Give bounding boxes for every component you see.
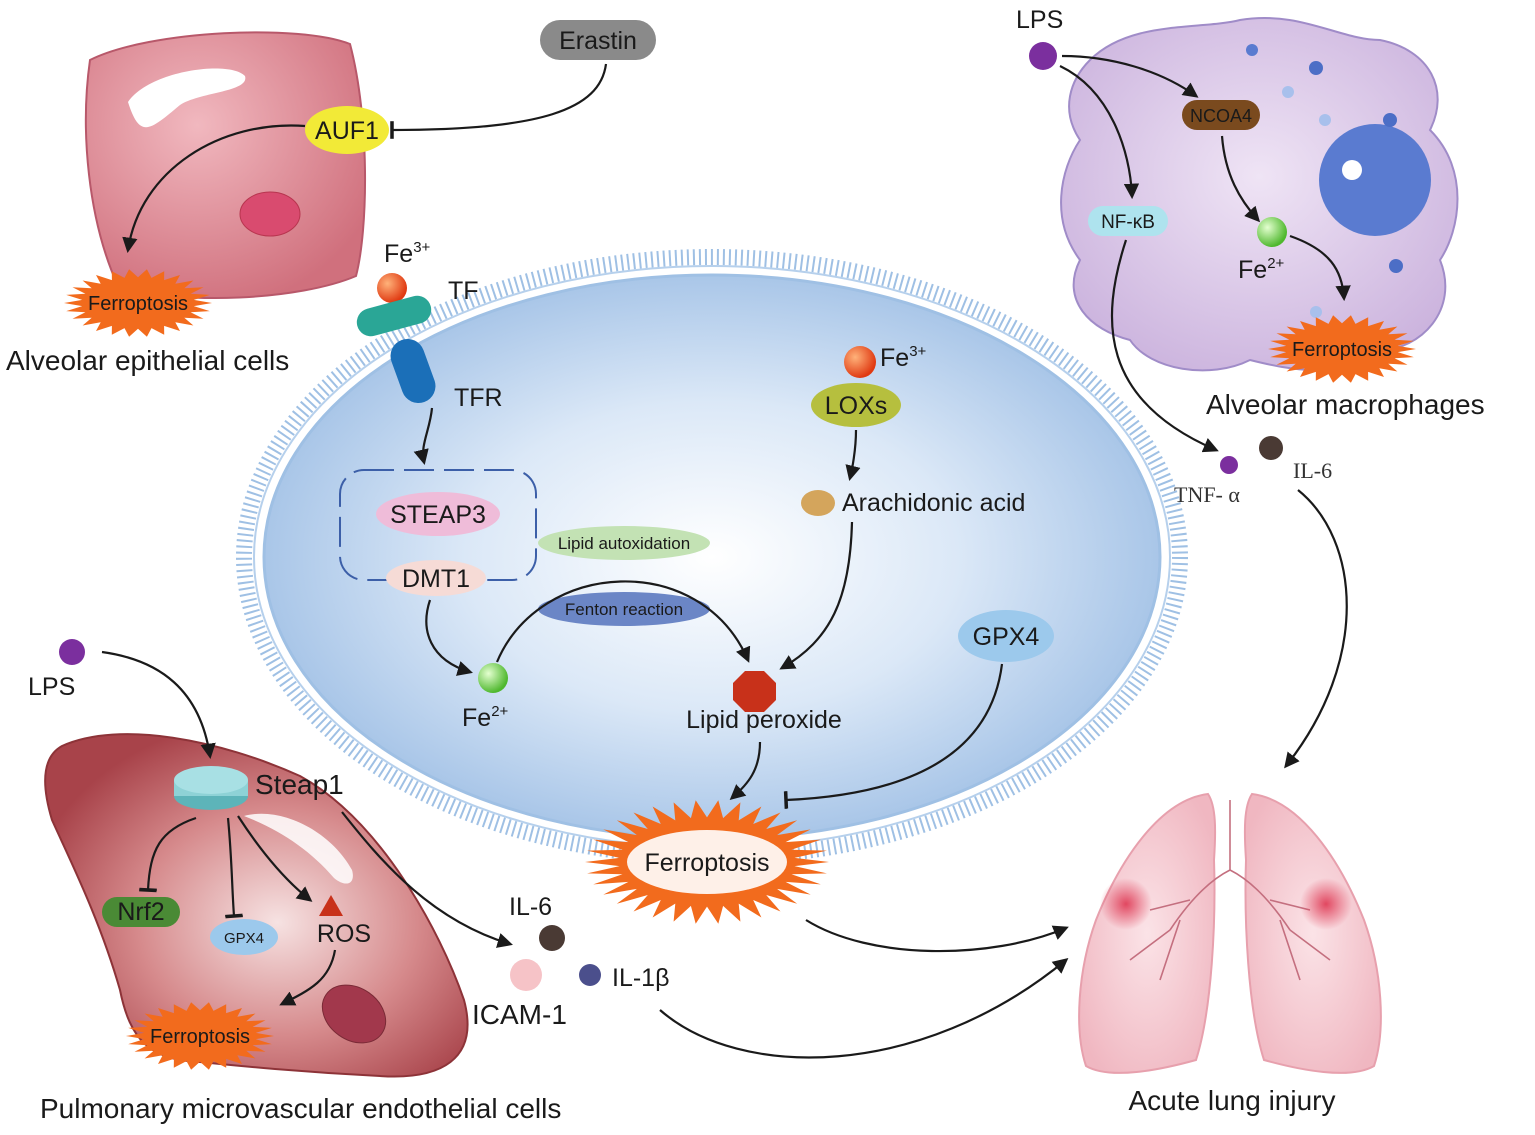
ros-icon <box>319 895 343 916</box>
cytokine-il6-label: IL-6 <box>509 893 552 921</box>
right-lung <box>1243 792 1382 1074</box>
macrophage-lps-label: LPS <box>1016 6 1063 34</box>
steap3-label: STEAP3 <box>390 501 486 529</box>
central-ferroptosis-burst: Ferroptosis <box>585 800 829 924</box>
gpx4-node-central <box>958 610 1054 662</box>
steap1-label: Steap1 <box>255 769 344 800</box>
endothelial-caption: Pulmonary microvascular endothelial cell… <box>40 1093 561 1124</box>
dmt1-label: DMT1 <box>402 565 470 593</box>
endothelial-lps-label: LPS <box>28 673 75 701</box>
endothelial-highlight <box>244 813 353 884</box>
nfkb-label: NF-κB <box>1101 212 1155 233</box>
auf1-label: AUF1 <box>315 117 379 145</box>
steap1-top <box>174 766 248 794</box>
ncoa4-label: NCOA4 <box>1190 106 1252 126</box>
lipid-autoxidation-label: Lipid autoxidation <box>558 534 690 553</box>
vesicle-5 <box>1319 114 1331 126</box>
loxs-fe3-ball <box>844 346 876 378</box>
central-cell <box>236 249 1188 865</box>
fe2-ball-macrophage <box>1257 217 1287 247</box>
tnf-alpha-label: TNF- α <box>1174 482 1240 507</box>
alveolar-macrophage: NCOA4 NF-κB Fe2+ Ferroptosis <box>1060 16 1459 383</box>
macrophage-nucleus <box>1319 124 1431 236</box>
icam1-ball <box>510 959 542 991</box>
erastin-label: Erastin <box>559 27 637 55</box>
fenton-reaction-label: Fenton reaction <box>565 600 683 619</box>
ferroptosis-burst-icon <box>126 1002 274 1070</box>
macrophage-il6-ball <box>1259 436 1283 460</box>
tf-protein <box>356 295 432 337</box>
epithelial-vacuole <box>128 68 246 128</box>
il1b-label: IL-1β <box>612 964 669 992</box>
left-lung <box>1078 792 1217 1074</box>
ferroptosis-burst-icon <box>1268 315 1416 383</box>
fe2-label-macrophage: Fe2+ <box>1238 255 1285 284</box>
vesicle-3 <box>1282 86 1294 98</box>
alveolar-epithelial-cell: AUF1 Ferroptosis <box>64 31 389 337</box>
steap3-node <box>376 492 500 536</box>
nrf2-node <box>102 897 180 927</box>
vesicle-1 <box>1246 44 1258 56</box>
cytokine-il6-ball <box>539 925 565 951</box>
vesicle-6 <box>1389 259 1403 273</box>
erastin-node <box>540 20 656 60</box>
il1b-ball <box>579 964 601 986</box>
lung-caption: Acute lung injury <box>1128 1085 1335 1116</box>
loxs-label: LOXs <box>825 392 888 420</box>
macrophage-lps-ball <box>1029 42 1057 70</box>
dmt1-node <box>386 560 486 596</box>
tfr-protein <box>390 338 436 404</box>
loxs-fe3-label: Fe3+ <box>880 343 927 372</box>
central-ferroptosis-label: Ferroptosis <box>644 849 769 877</box>
vesicle-7 <box>1310 306 1322 318</box>
endosome: STEAP3 DMT1 <box>339 469 537 596</box>
fe3-ball <box>377 273 407 303</box>
ferroptosis-burst-icon <box>64 269 212 337</box>
lungs-illustration <box>1078 792 1382 1074</box>
endothelial-nucleus <box>321 984 387 1044</box>
endothelial-cell: Nrf2 GPX4 ROS Ferroptosis <box>44 733 469 1078</box>
right-lung-lesion <box>1300 878 1352 930</box>
macrophage-ferroptosis-label: Ferroptosis <box>1292 339 1392 361</box>
endothelial-ferroptosis-label: Ferroptosis <box>150 1026 250 1048</box>
epithelial-ferroptosis-label: Ferroptosis <box>88 293 188 315</box>
auf1-node <box>305 106 389 154</box>
macrophage-nucleolus <box>1342 160 1362 180</box>
vesicle-2 <box>1309 61 1323 75</box>
nrf2-label: Nrf2 <box>117 898 164 926</box>
tnf-alpha-ball <box>1220 456 1238 474</box>
left-lung-lesion <box>1100 878 1152 930</box>
gpx4-node-endothelial <box>210 919 278 955</box>
ros-label: ROS <box>317 920 371 948</box>
ncoa4-node <box>1182 100 1260 130</box>
tf-label: TF <box>448 277 479 305</box>
epithelial-nucleus <box>239 191 301 237</box>
gpx4-label-endothelial: GPX4 <box>224 930 264 947</box>
nfkb-node <box>1088 206 1168 236</box>
macrophage-il6-label: IL-6 <box>1293 458 1332 483</box>
fe3-label: Fe3+ <box>384 239 431 268</box>
lipid-peroxide-icon <box>733 671 776 712</box>
lipid-autoxidation-node <box>538 526 710 560</box>
icam1-label: ICAM-1 <box>472 999 567 1030</box>
fenton-reaction-node <box>538 592 710 626</box>
fe2-label-central: Fe2+ <box>462 703 509 732</box>
fe2-ball-central <box>478 663 508 693</box>
arachidonic-acid-icon <box>801 490 835 516</box>
lipid-peroxide-label: Lipid peroxide <box>686 706 842 734</box>
loxs-node <box>811 383 901 427</box>
vesicle-4 <box>1383 113 1397 127</box>
tfr-label: TFR <box>454 384 503 412</box>
endothelial-lps-ball <box>59 639 85 665</box>
macrophage-caption: Alveolar macrophages <box>1206 389 1485 420</box>
gpx4-label-central: GPX4 <box>973 623 1040 651</box>
epithelial-caption: Alveolar epithelial cells <box>6 345 289 376</box>
arachidonic-acid-label: Arachidonic acid <box>842 489 1025 517</box>
transferrin-receptor: Fe3+ TF TFR <box>356 239 503 412</box>
